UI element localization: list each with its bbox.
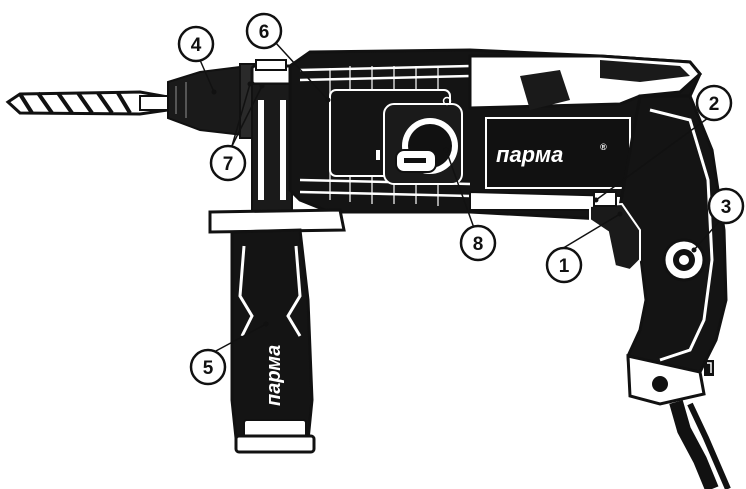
- brand-mark-body: ®: [600, 142, 607, 152]
- callout-5: 5: [189, 348, 227, 386]
- callout-4: 4: [177, 25, 215, 63]
- mode-selector-switch[interactable]: [376, 96, 463, 185]
- brand-logo-body: парма: [496, 142, 563, 167]
- callout-6: 6: [245, 12, 283, 50]
- drill-bit: [5, 90, 171, 116]
- auxiliary-handle: парма: [208, 208, 346, 454]
- svg-text:2: 2: [709, 94, 720, 115]
- callout-3: 3: [707, 187, 745, 225]
- svg-text:6: 6: [259, 22, 270, 43]
- brand-logo-handle: парма: [263, 345, 285, 406]
- chuck: [167, 63, 257, 139]
- aux-handle-collar: [250, 59, 294, 215]
- rear-handle: [589, 94, 728, 406]
- svg-text:3: 3: [721, 197, 732, 218]
- callout-2: 2: [695, 84, 733, 122]
- callout-7: 7: [209, 144, 247, 182]
- svg-text:7: 7: [223, 154, 234, 175]
- callout-1: 1: [545, 246, 583, 284]
- callout-8: 8: [459, 224, 497, 262]
- svg-text:4: 4: [191, 35, 202, 56]
- leader-dots: [211, 81, 697, 327]
- svg-text:8: 8: [473, 234, 484, 255]
- svg-text:1: 1: [559, 256, 570, 277]
- svg-text:5: 5: [203, 358, 214, 379]
- power-cord: [669, 400, 731, 489]
